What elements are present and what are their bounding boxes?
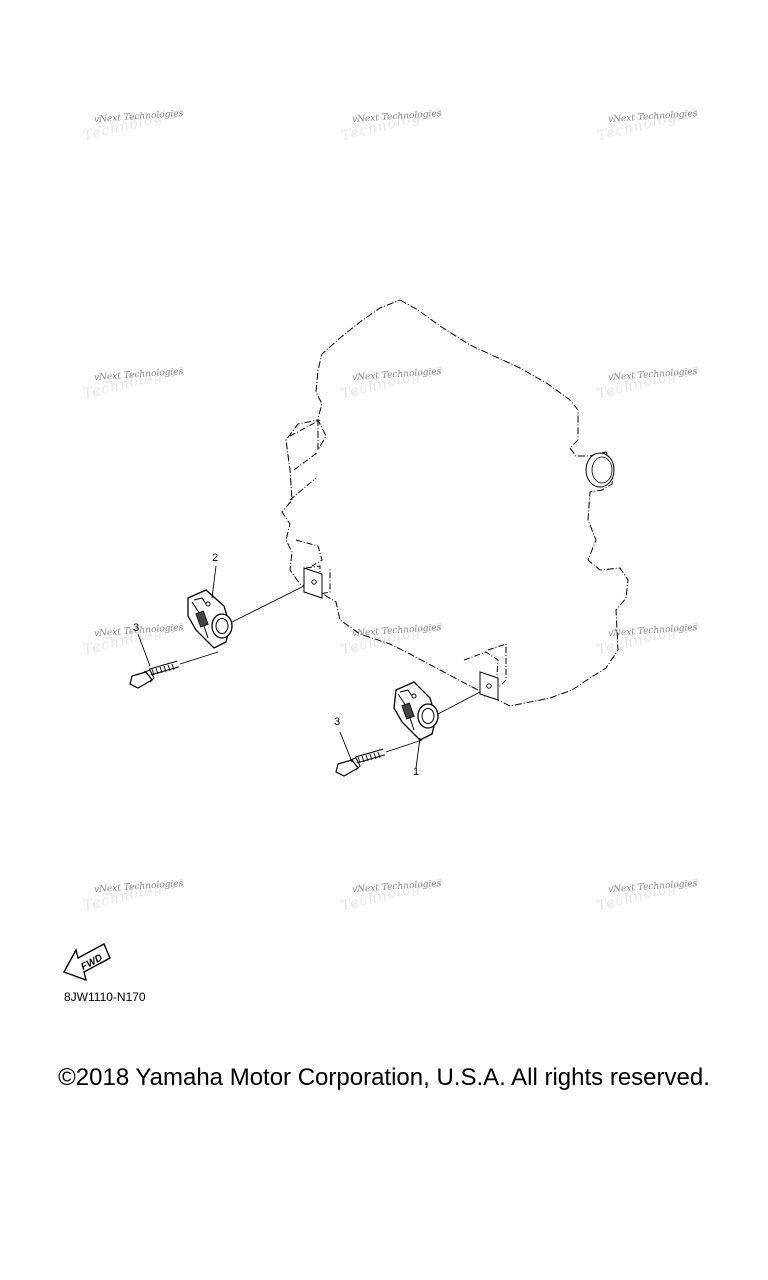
assembly-line-left (179, 585, 305, 665)
bolt-part-3-left (129, 660, 179, 689)
diagram-code: 8JW1110-N170 (64, 990, 146, 1004)
engine-mount-boss-left (303, 567, 323, 599)
leader-line-1 (415, 737, 421, 769)
engine-mount-part-1 (393, 681, 439, 741)
callout-part-2: 2 (212, 552, 219, 564)
copyright-notice: ©2018 Yamaha Motor Corporation, U.S.A. A… (58, 1064, 710, 1091)
callout-part-3-right: 3 (334, 716, 341, 728)
engine-port (585, 452, 615, 488)
engine-mount-part-2 (187, 589, 233, 649)
engine-mount-boss-right (479, 671, 499, 701)
callout-part-3-left: 3 (133, 622, 140, 634)
bolt-part-3-right (335, 748, 385, 777)
forward-arrow-icon: FWD (62, 943, 111, 982)
engine-mount-bracket-right (463, 643, 507, 697)
engine-outline (281, 299, 629, 707)
callout-part-1: 1 (413, 766, 420, 778)
assembly-line-right (385, 691, 481, 753)
leader-line-3-left (137, 633, 151, 667)
leader-line-2 (211, 565, 217, 599)
leader-line-3-right (339, 731, 353, 763)
engine-mount-bracket-left (289, 419, 331, 595)
